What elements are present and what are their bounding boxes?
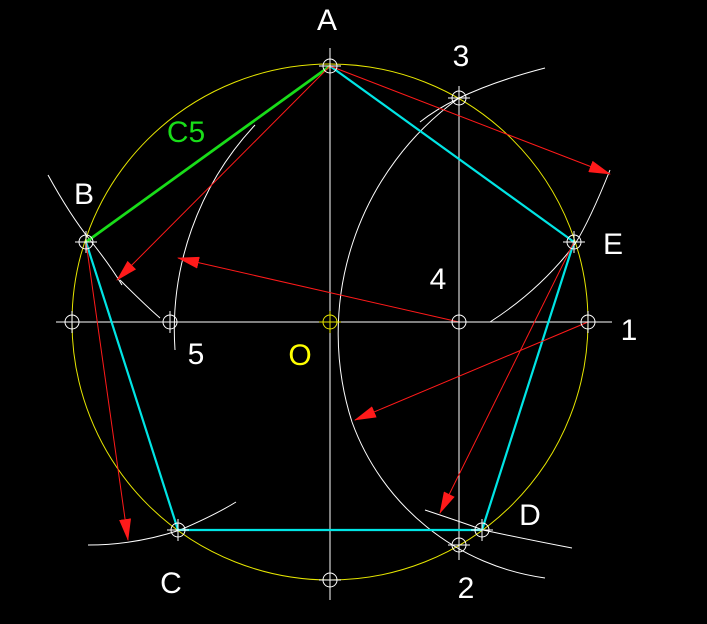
arc-at-e	[489, 169, 611, 323]
point-c-marker	[167, 519, 189, 541]
point-o-marker	[319, 311, 341, 333]
point-bottom-axis-marker	[319, 569, 341, 591]
point-left-axis-marker	[61, 311, 83, 333]
point-3-marker	[448, 87, 470, 109]
label-b: B	[74, 178, 94, 211]
side-ae	[329, 65, 575, 243]
point-b-marker	[75, 231, 97, 253]
side-ed	[480, 241, 576, 531]
point-2-marker	[448, 534, 470, 556]
arrow-a-to-b	[116, 65, 331, 281]
arc-at-3	[419, 67, 546, 123]
label-d: D	[519, 499, 541, 532]
arc-bisector	[351, 421, 546, 579]
label-e: E	[603, 228, 623, 261]
label-2: 2	[458, 572, 475, 605]
point-d-marker	[471, 519, 493, 541]
point-1-marker	[577, 311, 599, 333]
point-e-marker	[563, 231, 585, 253]
label-c: C	[160, 567, 182, 600]
label-4: 4	[430, 263, 447, 296]
arrow-a-to-e	[329, 65, 611, 175]
arc-at-b-lower	[119, 279, 161, 319]
arrow-1-to-arc	[354, 321, 589, 421]
arrow-b-to-c	[85, 241, 132, 541]
arrow-4-to-5	[177, 256, 460, 323]
arc-radius-a5	[173, 124, 256, 351]
point-a-marker	[319, 55, 341, 77]
side-cb	[84, 241, 180, 531]
point-5-marker	[159, 311, 181, 333]
label-3: 3	[453, 40, 470, 73]
label-1: 1	[621, 314, 638, 347]
side-ab-c5	[85, 64, 331, 244]
label-side-c5: C5	[167, 116, 205, 149]
label-5: 5	[188, 338, 205, 371]
label-o: O	[288, 339, 311, 372]
point-4-marker	[448, 311, 470, 333]
arrow-e-to-d	[439, 241, 575, 514]
label-a: A	[317, 4, 337, 37]
